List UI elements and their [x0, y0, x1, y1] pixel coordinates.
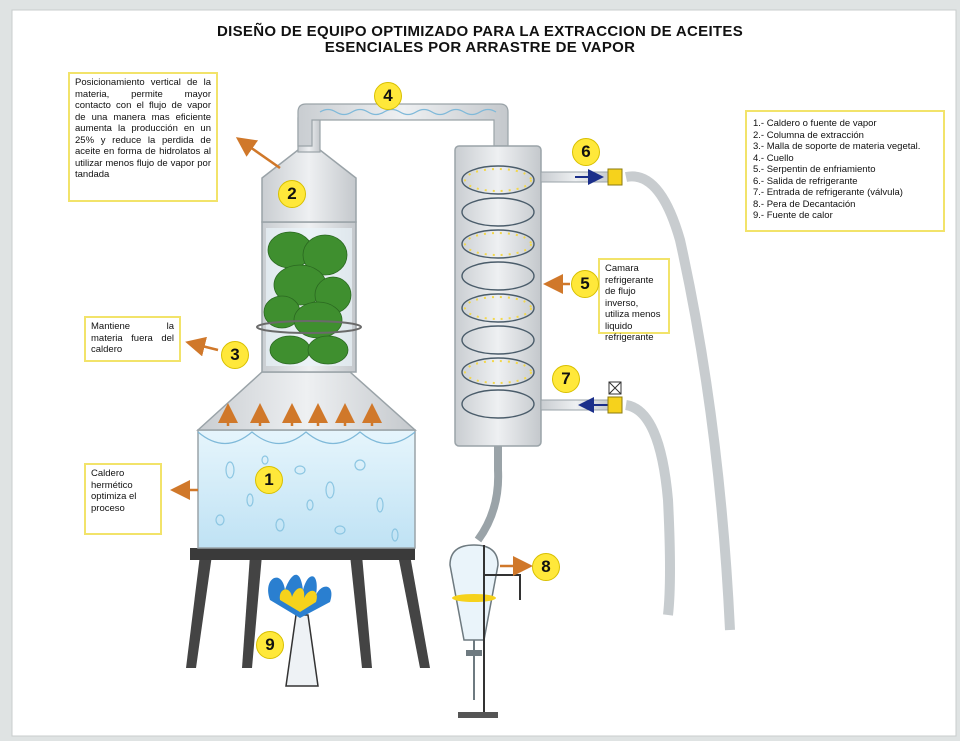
- legend-item: 3.- Malla de soporte de materia vegetal.: [753, 141, 921, 152]
- steam-arrows: [218, 403, 382, 426]
- diagram-title-line-1: DISEÑO DE EQUIPO OPTIMIZADO PARA LA EXTR…: [216, 23, 744, 40]
- coolant-inlet-valve: [540, 381, 623, 414]
- boiler-stand: [186, 548, 430, 668]
- note-mesh: Mantiene la materia fuera del caldero: [84, 316, 181, 362]
- legend-item: 6.- Salida de refrigerante: [753, 175, 858, 187]
- legend-item: 7.- Entrada de refrigerante (válvula): [753, 187, 903, 198]
- legend-item: 1.- Caldero o fuente de vapor: [753, 118, 877, 129]
- legend-item: 4.- Cuello: [753, 152, 794, 164]
- legend-item: 8.- Pera de Decantación: [753, 198, 856, 210]
- note-vertical-positioning: Posicionamiento vertical de la materia, …: [68, 72, 218, 202]
- annotation-arrows: [170, 137, 570, 576]
- note-condenser: Camara refrigerante de flujo inverso, ut…: [598, 258, 670, 343]
- badge-2: 2: [278, 180, 306, 208]
- note-boiler: Caldero hermético optimiza el proceso: [84, 463, 162, 535]
- support-mesh: [256, 320, 362, 334]
- boiler-bubbles: [215, 455, 399, 542]
- heat-source-burner: [268, 574, 332, 687]
- legend-item: 5.- Serpentin de enfriamiento: [753, 164, 876, 175]
- separatory-funnel: [449, 544, 521, 718]
- condensate-tube: [474, 446, 503, 543]
- coil-highlights: [464, 168, 532, 384]
- condenser-chamber: [454, 145, 542, 447]
- badge-5: 5: [571, 270, 599, 298]
- coolant-hoses: [624, 171, 735, 631]
- badge-7: 7: [552, 365, 580, 393]
- badge-9: 9: [256, 631, 284, 659]
- legend-item: 9.- Fuente de calor: [753, 210, 833, 221]
- coolant-outlet-pipe: [540, 168, 623, 186]
- legend-box: 1.- Caldero o fuente de vapor 2.- Column…: [745, 110, 945, 232]
- plant-material: [263, 231, 352, 365]
- badge-8: 8: [532, 553, 560, 581]
- diagram-title-line-2: ESENCIALES POR ARRASTRE DE VAPOR: [324, 39, 636, 56]
- legend-item: 2.- Columna de extracción: [753, 129, 864, 141]
- badge-6: 6: [572, 138, 600, 166]
- neck-pipe: [297, 103, 509, 147]
- badge-1: 1: [255, 466, 283, 494]
- badge-3: 3: [221, 341, 249, 369]
- badge-4: 4: [374, 82, 402, 110]
- cooling-coil: [461, 165, 535, 419]
